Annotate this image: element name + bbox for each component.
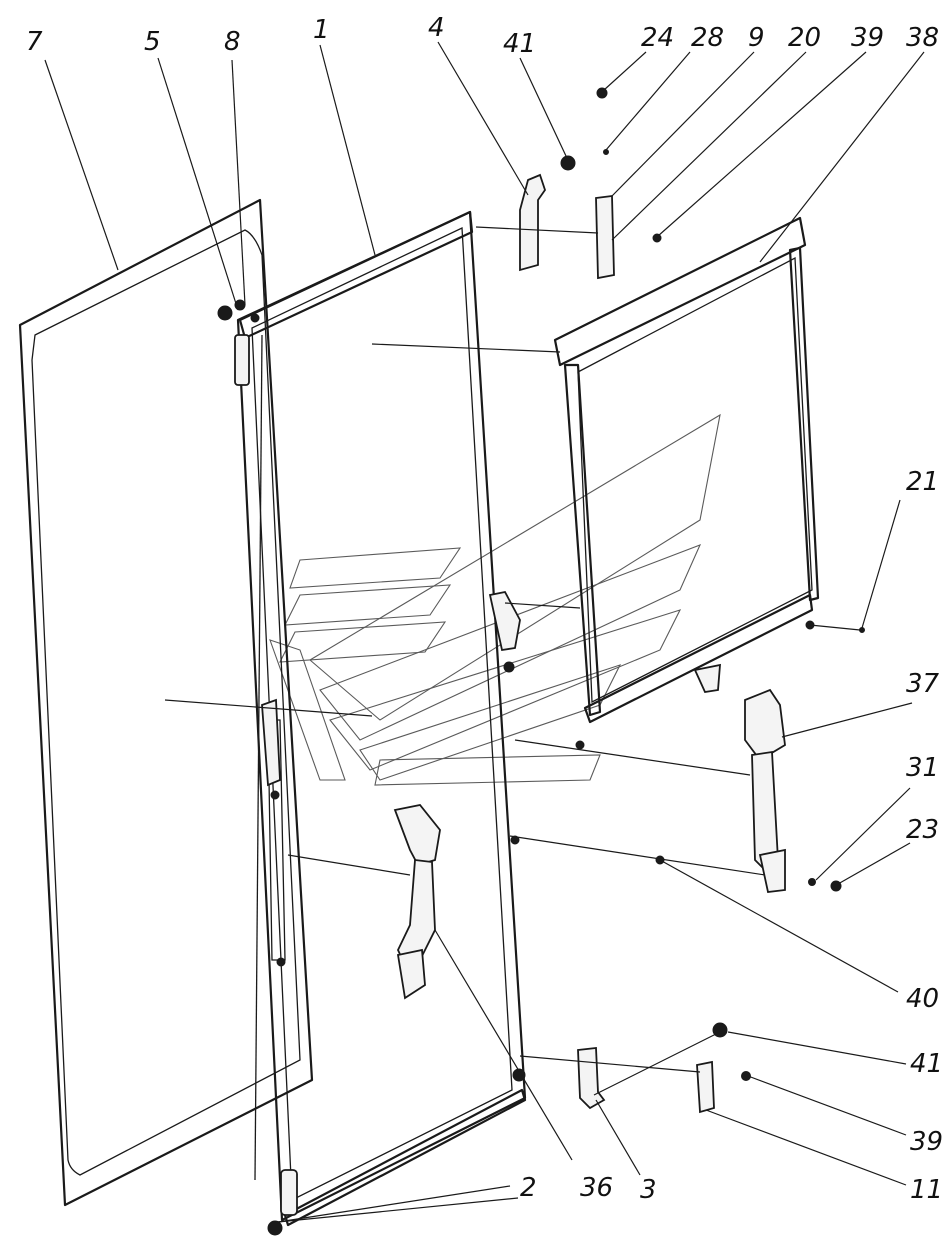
left-lower-bracket — [261, 698, 281, 787]
callout-37: 37 — [906, 669, 940, 699]
part-41-nut-top — [560, 155, 576, 171]
part-7-outer-frame — [18, 198, 314, 1207]
part-21-screw — [859, 627, 865, 633]
part-3-bracket — [577, 1046, 606, 1110]
callout-5: 5 — [144, 27, 161, 57]
callout-23: 23 — [906, 815, 939, 845]
part-28-washer — [603, 149, 609, 155]
mid-lock-bracket — [488, 590, 521, 652]
part-2-bottom-hinge — [267, 1068, 526, 1236]
part-5-8-hinge-hardware — [217, 299, 260, 386]
callout-9: 9 — [748, 23, 765, 53]
part-9-bracket — [595, 194, 615, 280]
part-37-handle — [744, 688, 786, 893]
callout-36: 36 — [580, 1173, 613, 1203]
callout-39-top: 39 — [851, 23, 884, 53]
callout-21: 21 — [906, 467, 939, 497]
part-36-handle — [393, 804, 441, 1000]
callout-11: 11 — [910, 1175, 943, 1205]
part-11-bracket — [696, 1060, 715, 1114]
callout-labels: 7 5 8 1 4 41 24 28 9 20 39 38 21 37 31 2… — [26, 13, 943, 1205]
callout-3: 3 — [640, 1175, 657, 1205]
callout-7: 7 — [26, 27, 43, 57]
callout-39-bottom: 39 — [910, 1127, 943, 1157]
part-38-roller-blind — [553, 216, 820, 724]
bracket-parts — [261, 173, 715, 1114]
callout-4: 4 — [428, 13, 445, 43]
callout-40: 40 — [906, 984, 939, 1014]
callout-41-bottom: 41 — [910, 1049, 943, 1079]
callout-41-top: 41 — [503, 29, 536, 59]
callout-8: 8 — [224, 27, 241, 57]
part-39-nut-top — [652, 233, 662, 243]
part-39-nut-bottom — [741, 1071, 751, 1081]
part-4-bracket — [519, 173, 546, 272]
callout-28: 28 — [691, 23, 724, 53]
callout-2: 2 — [520, 1173, 537, 1203]
callout-38: 38 — [906, 23, 939, 53]
callout-31: 31 — [906, 753, 939, 783]
part-24-screw — [596, 87, 608, 99]
part-31-washer — [808, 878, 816, 886]
leader-lines — [44, 41, 925, 1223]
callout-20: 20 — [788, 23, 821, 53]
callout-1: 1 — [313, 15, 330, 45]
fasteners — [270, 87, 865, 1081]
callout-24: 24 — [641, 23, 674, 53]
